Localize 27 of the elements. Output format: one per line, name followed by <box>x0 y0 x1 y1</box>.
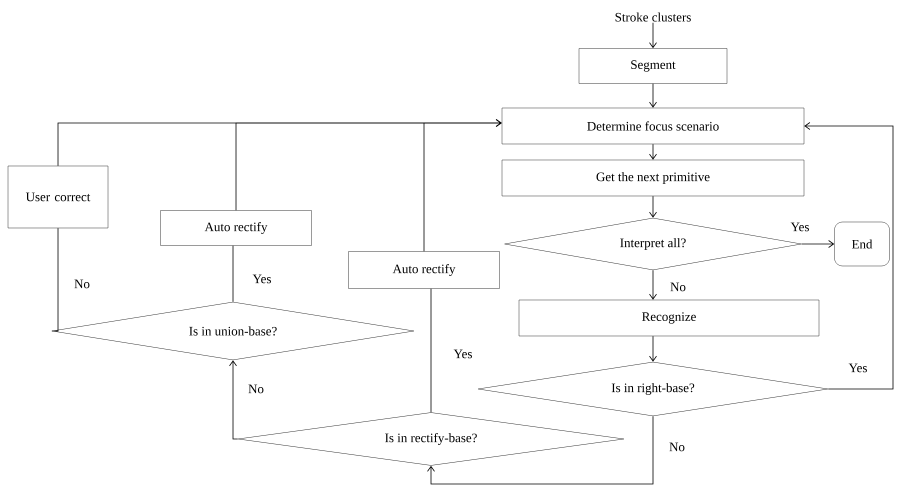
arrow <box>649 83 657 108</box>
arrow <box>229 360 238 440</box>
start-label: Stroke clusters <box>616 12 691 22</box>
edge-label: Yes <box>848 362 868 374</box>
arrow <box>424 119 502 252</box>
process-box: Segment <box>578 48 728 84</box>
arrow <box>427 416 654 484</box>
arrow <box>804 122 894 390</box>
edge-label: No <box>247 384 265 394</box>
process-box: Recognize <box>518 300 820 336</box>
terminal-box: End <box>834 222 890 266</box>
arrow <box>649 336 657 362</box>
process-box: Determine focus scenario <box>502 108 804 144</box>
arrow <box>649 196 657 218</box>
edge-label: No <box>668 442 686 452</box>
edge-label: No <box>73 278 91 290</box>
edge-label: Yes <box>452 348 474 360</box>
arrow <box>649 144 657 160</box>
arrow <box>801 240 834 248</box>
arrow <box>649 22 657 48</box>
process-box: Auto rectify <box>348 251 500 289</box>
edge-label: Yes <box>252 274 272 284</box>
process-box: User correct <box>8 166 108 228</box>
arrow <box>649 270 657 300</box>
edge-label: No <box>669 282 687 292</box>
process-box: Get the next primitive <box>502 160 804 196</box>
process-box: Auto rectify <box>160 210 312 246</box>
